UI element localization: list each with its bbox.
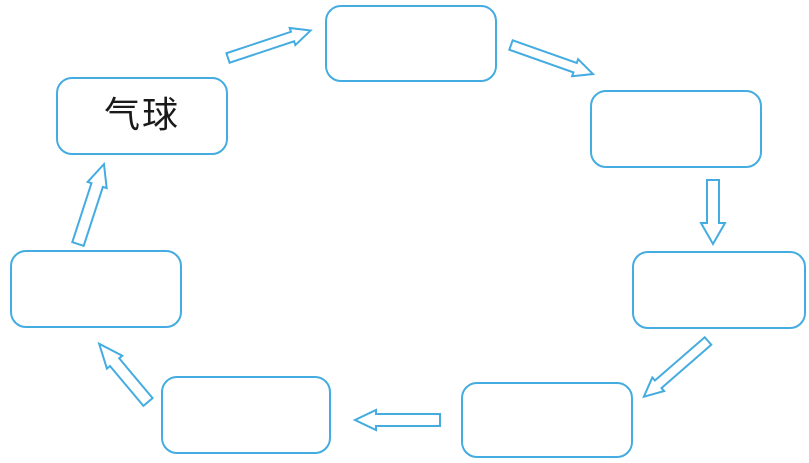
cycle-box-4 [632, 251, 806, 329]
cycle-box-6 [161, 376, 331, 454]
cycle-box-1-label: 气球 [103, 95, 180, 136]
cycle-box-2 [325, 5, 497, 82]
cycle-box-1: 气球 [56, 77, 228, 155]
arrow-3-to-4-shape [699, 179, 727, 247]
arrow-4-to-5-shape [642, 335, 713, 399]
arrow-2-to-3-shape [508, 39, 596, 78]
cycle-box-3 [590, 90, 762, 168]
arrow-6-to-7-shape [97, 341, 155, 408]
cycle-box-5 [461, 382, 633, 458]
arrow-5-to-6-shape [352, 408, 441, 432]
arrow-7-to-1-shape [71, 161, 108, 248]
cycle-box-7 [10, 250, 182, 328]
arrow-1-to-2-shape [225, 26, 313, 65]
